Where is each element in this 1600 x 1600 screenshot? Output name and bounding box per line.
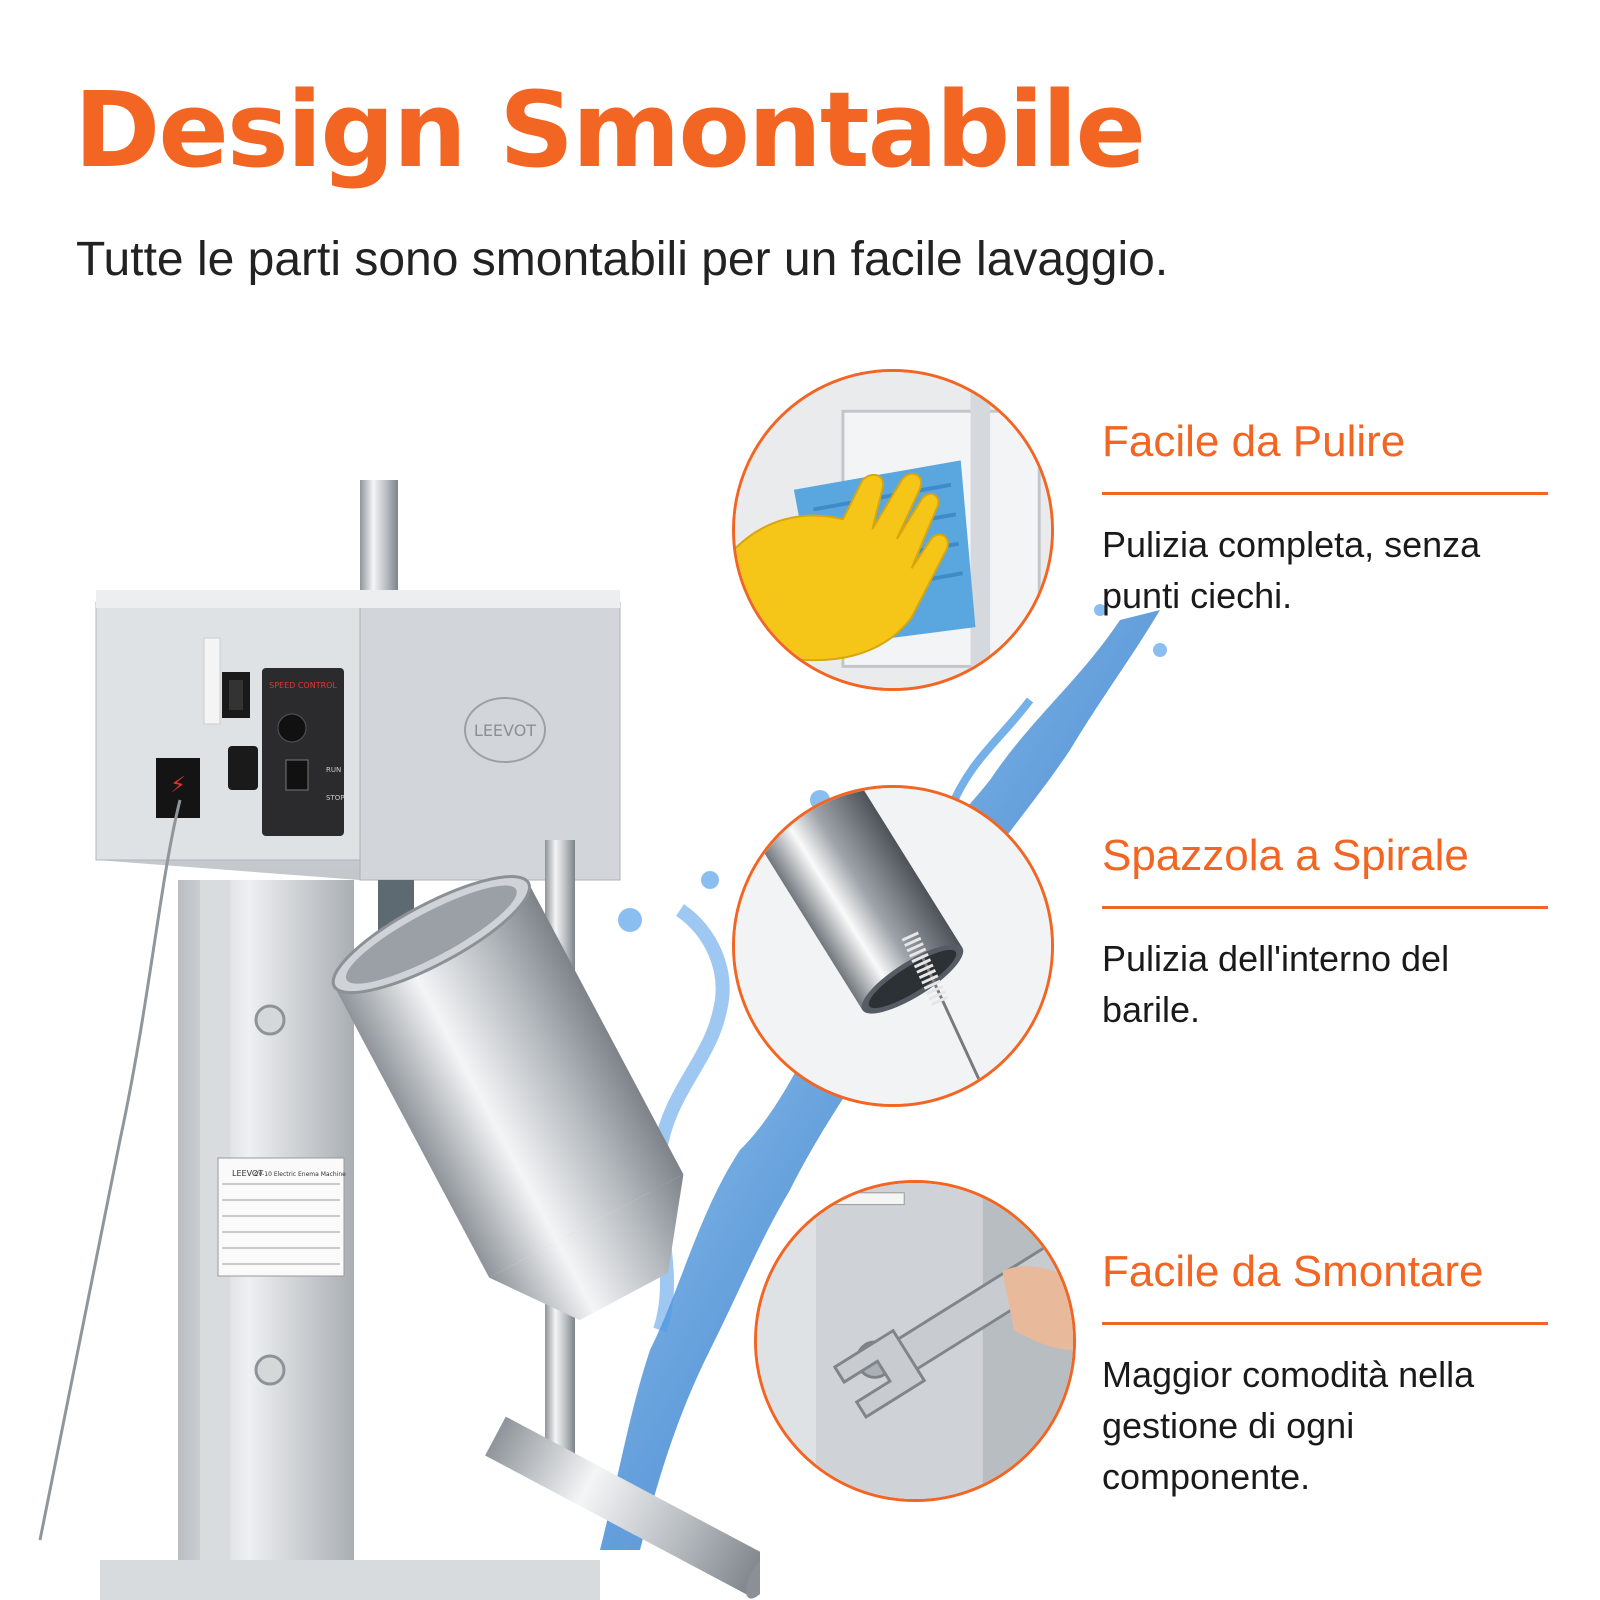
feature-divider — [1102, 1322, 1548, 1326]
spiral-brush-icon — [735, 788, 1051, 1104]
cleaning-glove-icon — [735, 372, 1051, 688]
spiral-brush-photo — [732, 785, 1054, 1107]
svg-text:LEEVOT: LEEVOT — [232, 1169, 263, 1178]
cleaning-photo — [732, 369, 1054, 691]
feature-spiral-brush: Spazzola a Spirale Pulizia dell'interno … — [1102, 831, 1552, 1035]
feature-divider — [1102, 492, 1548, 496]
feature-description: Pulizia dell'interno del barile. — [1102, 938, 1450, 1031]
sausage-stuffer-machine-image: LEEVOT SPEED CONTROL RUN STOP ⚡ LEEVOT C… — [38, 480, 760, 1600]
feature-easy-disassembly: Facile da Smontare Maggior comodità nell… — [1102, 1247, 1552, 1502]
wrench-photo — [754, 1180, 1076, 1502]
feature-title: Spazzola a Spirale — [1102, 831, 1469, 880]
feature-easy-clean: Facile da Pulire Pulizia completa, senza… — [1102, 417, 1552, 621]
feature-description: Maggior comodità nella gestione di ogni … — [1102, 1354, 1475, 1498]
svg-text:⚡: ⚡ — [170, 773, 185, 798]
svg-text:CV-10 Electric Enema Machine: CV-10 Electric Enema Machine — [254, 1171, 346, 1178]
machine-brand-logo: LEEVOT — [474, 721, 536, 740]
feature-title: Facile da Pulire — [1102, 417, 1406, 466]
feature-title: Facile da Smontare — [1102, 1247, 1484, 1296]
svg-text:RUN: RUN — [326, 766, 341, 774]
page-title: Design Smontabile — [74, 69, 1146, 191]
svg-text:STOP: STOP — [326, 794, 344, 802]
speed-control-label: SPEED CONTROL — [269, 681, 337, 690]
wrench-icon — [757, 1183, 1073, 1499]
feature-description: Pulizia completa, senza punti ciechi. — [1102, 524, 1481, 617]
page-subtitle: Tutte le parti sono smontabili per un fa… — [76, 233, 1169, 286]
feature-divider — [1102, 906, 1548, 910]
